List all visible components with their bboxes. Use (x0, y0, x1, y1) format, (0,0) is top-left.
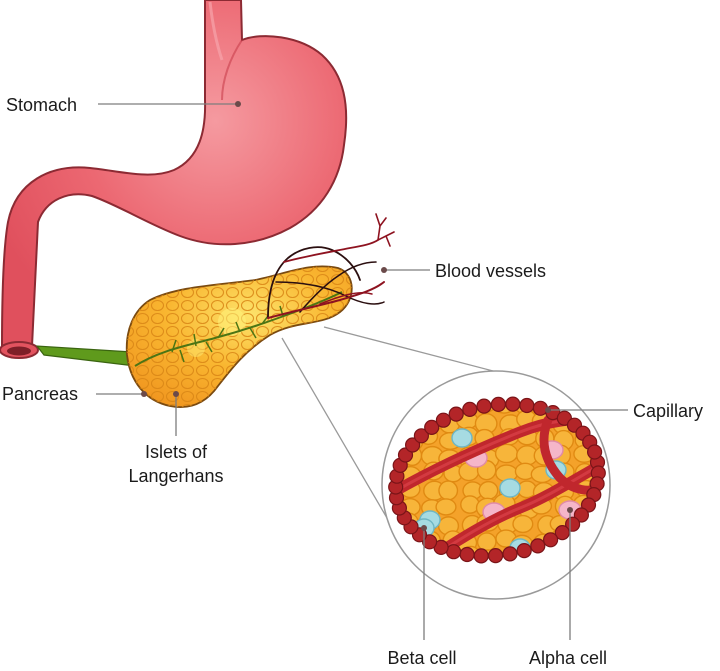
beta-cell (451, 428, 473, 448)
rim-lobe (459, 546, 475, 563)
rim-lobe (516, 542, 532, 559)
islet-cell (606, 495, 611, 516)
islet-cell (512, 514, 534, 534)
label-stomach: Stomach (6, 95, 77, 115)
rim-lobe (413, 428, 429, 444)
islet-cell (478, 480, 499, 500)
leader-lines (96, 101, 628, 640)
rim-lobe (564, 516, 581, 532)
islet-cell (383, 411, 401, 430)
rim-lobe (573, 507, 590, 523)
label-alpha-cell: Alpha cell (529, 648, 607, 668)
pancreatic-duct (35, 345, 136, 367)
islet-cell (494, 443, 519, 464)
label-beta-cell: Beta cell (387, 648, 456, 668)
rim-lobe (519, 397, 535, 414)
rim-lobe (476, 398, 492, 414)
islet-cell (383, 549, 402, 568)
rim-lobe (435, 412, 451, 428)
rim-lobe (490, 396, 506, 412)
islet-cell (476, 532, 497, 552)
rim-lobe (424, 419, 440, 435)
islet-cell (438, 480, 459, 501)
islet-cell (435, 498, 457, 516)
pancreas-illustration (125, 265, 353, 408)
beta-cell (499, 478, 521, 498)
label-capillary: Capillary (633, 401, 703, 421)
rim-lobe (530, 538, 546, 554)
islet-cell (612, 515, 630, 534)
labels: Stomach Blood vessels Pancreas Islets of… (2, 95, 703, 668)
rim-lobe (554, 524, 570, 541)
islet-rim (388, 396, 606, 564)
islet-cell (614, 464, 632, 481)
islet-cell (616, 447, 634, 465)
rim-lobe (502, 546, 518, 562)
rim-lobe (542, 532, 559, 548)
islet-cell (608, 427, 611, 448)
islet-cell (613, 483, 633, 499)
rim-lobe (446, 544, 462, 560)
label-pancreas: Pancreas (2, 384, 78, 404)
islet-cell (589, 548, 611, 570)
rim-lobe (532, 400, 549, 416)
islet-cell (589, 398, 611, 417)
stomach-illustration (0, 0, 348, 359)
rim-lobe (448, 406, 464, 422)
rim-lobe (462, 401, 478, 417)
islet-cell (610, 546, 611, 567)
rim-lobe (405, 437, 421, 453)
rim-lobe (473, 548, 489, 564)
rim-lobe (586, 444, 603, 460)
islet-cell (606, 414, 611, 433)
islet-cell (609, 535, 611, 553)
rim-lobe (505, 396, 521, 412)
label-islets-line1: Islets of (145, 442, 208, 462)
label-blood-vessels: Blood vessels (435, 261, 546, 281)
islet-cell (383, 396, 403, 415)
blood-vessels-illustration (267, 213, 395, 319)
islet-cell (611, 395, 632, 414)
rim-lobe (488, 547, 504, 564)
label-islets-line2: Langerhans (128, 466, 223, 486)
